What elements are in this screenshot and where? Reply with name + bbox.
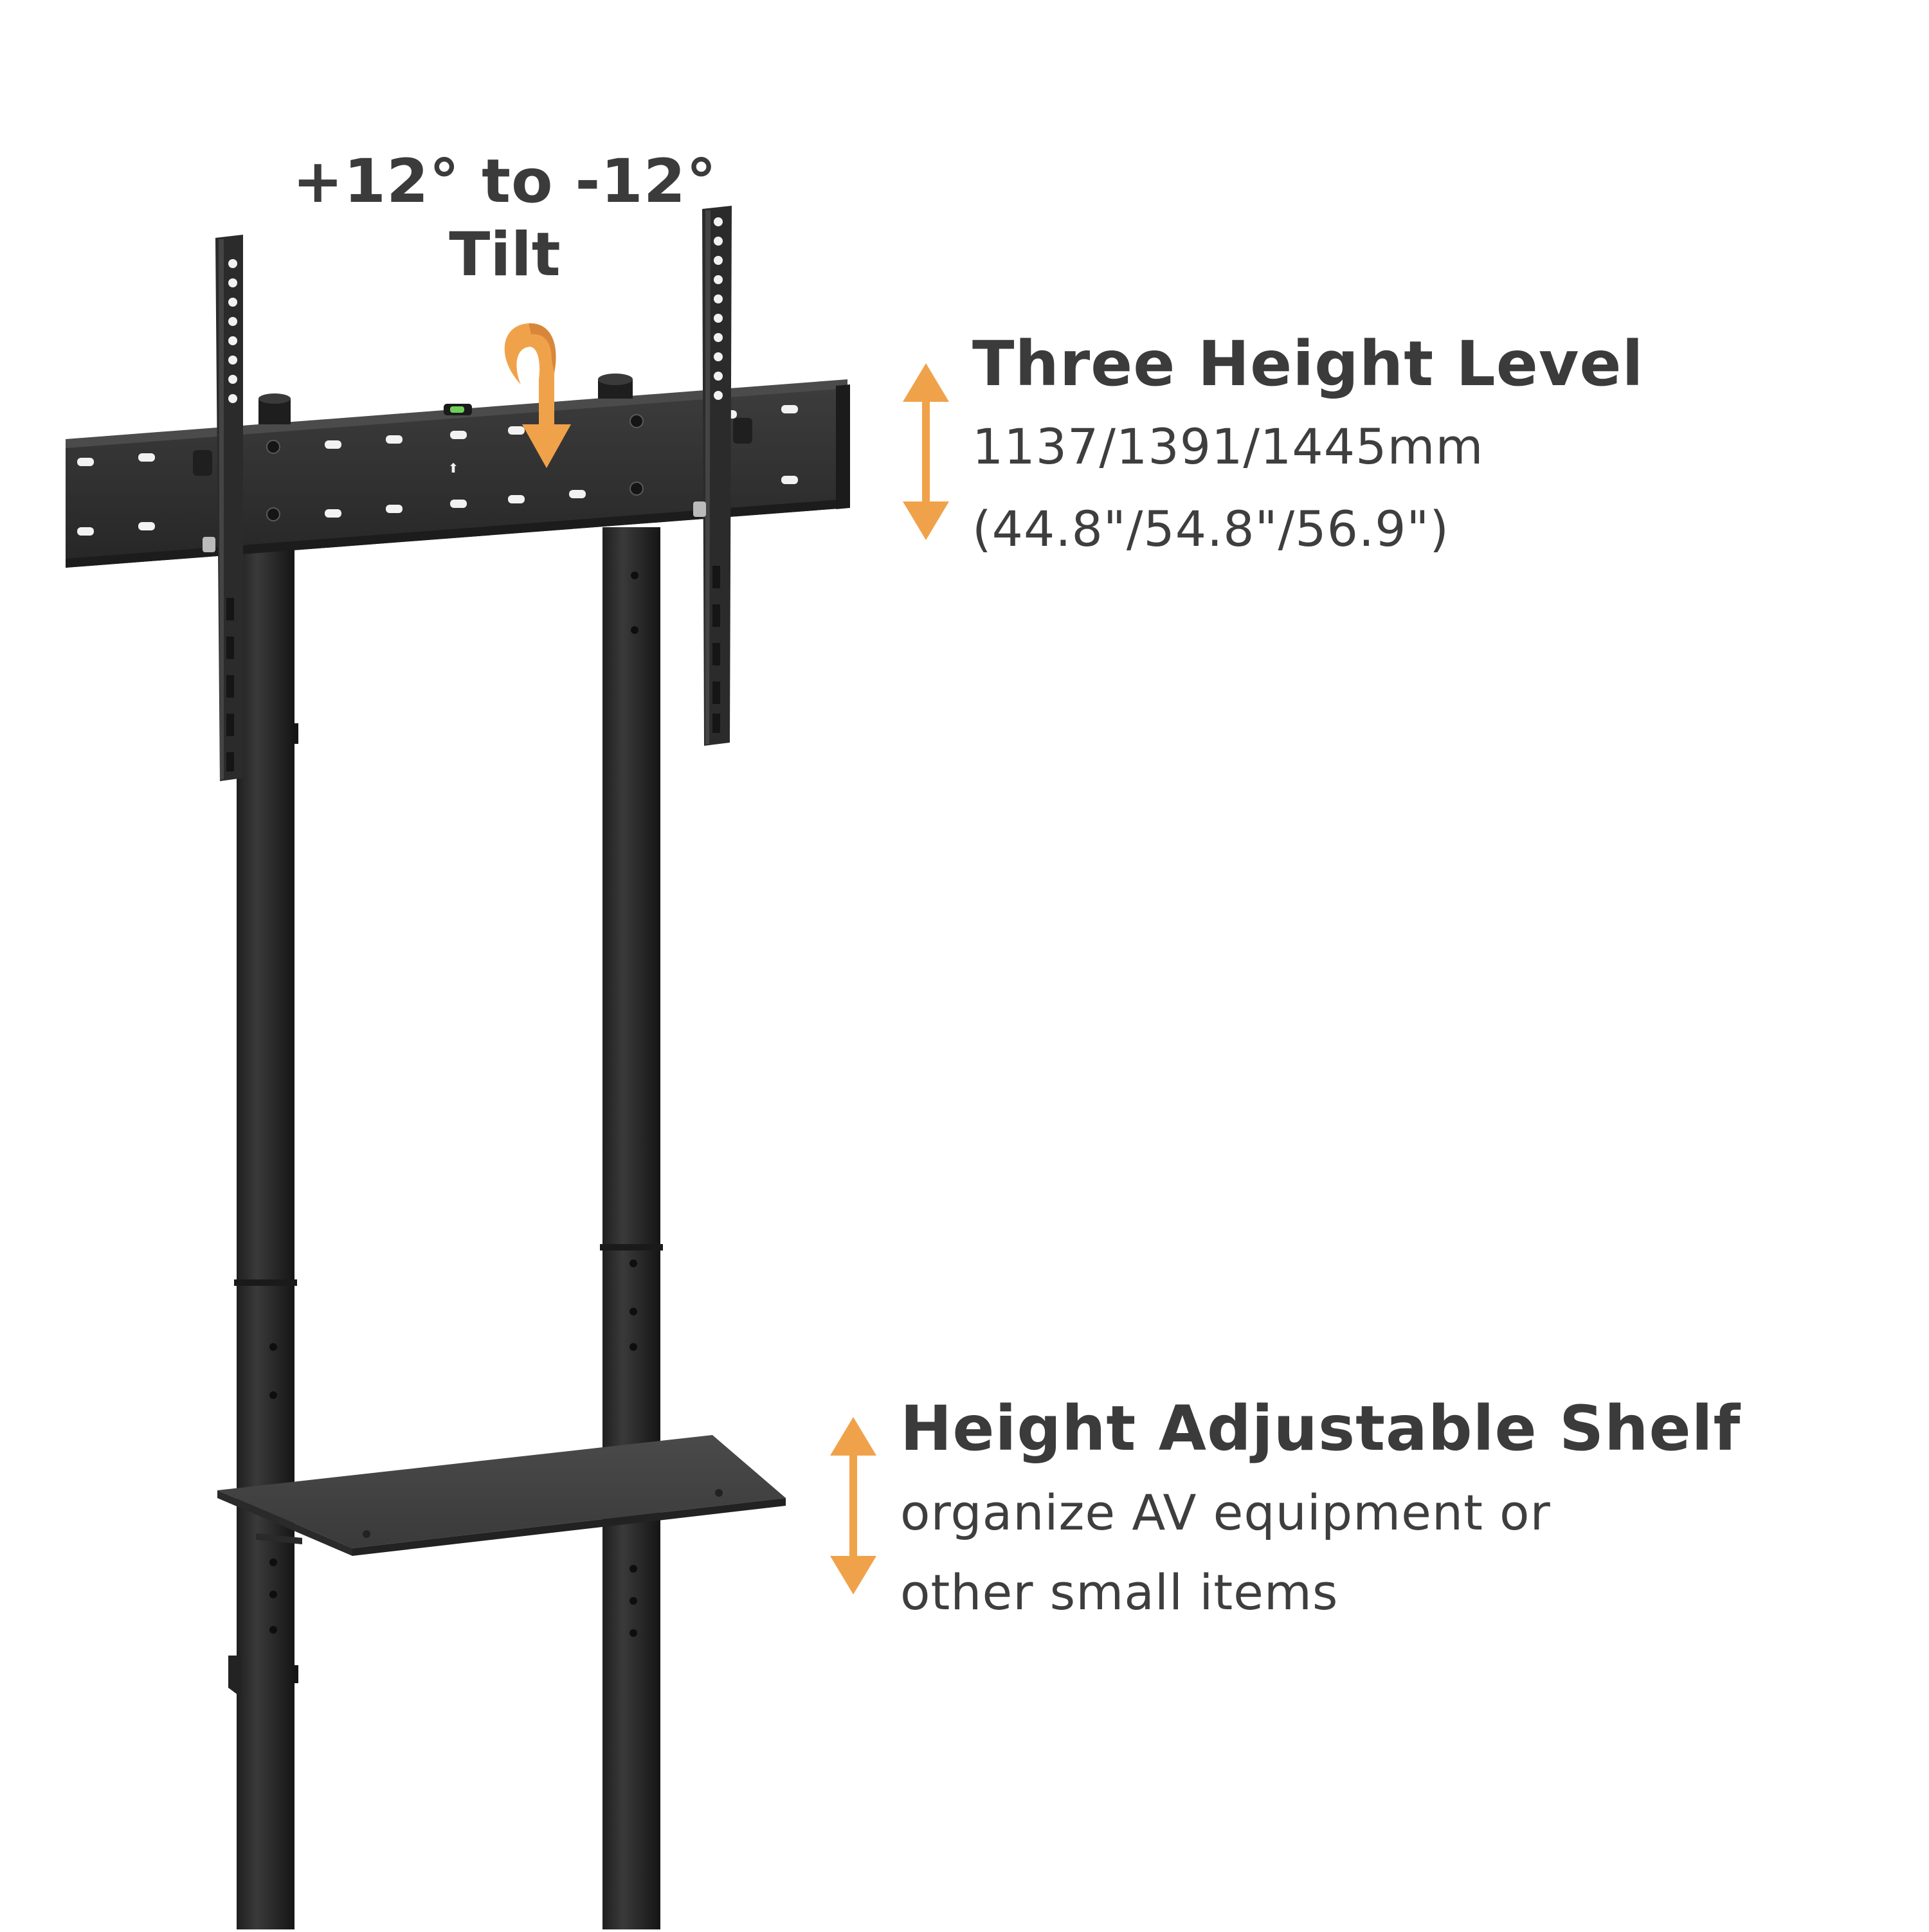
height-mm-text: 1137/1391/1445mm — [972, 418, 1484, 475]
shelf-description-line2: other small items — [900, 1564, 1339, 1621]
mounting-plate: ⬆ — [66, 374, 850, 568]
right-pole — [600, 527, 663, 1929]
tilt-label: Tilt — [449, 220, 561, 290]
shelf-height-arrow-icon — [830, 1417, 876, 1594]
curved-tilt-arrow-icon — [504, 323, 571, 468]
cable-clip — [228, 1656, 241, 1697]
right-vesa-arm — [693, 206, 752, 746]
adjustable-shelf-title: Height Adjustable Shelf — [900, 1393, 1741, 1465]
three-height-level-title: Three Height Level — [972, 328, 1644, 400]
left-pole — [234, 527, 298, 1929]
shelf — [217, 1435, 786, 1556]
left-vesa-arm — [193, 235, 243, 781]
height-level-arrow-icon — [903, 363, 949, 540]
svg-text:⬆: ⬆ — [448, 460, 459, 476]
tilt-range-label: +12° to -12° — [292, 147, 718, 217]
shelf-description-line1: organize AV equipment or — [900, 1484, 1551, 1541]
height-inch-text: (44.8"/54.8"/56.9") — [972, 500, 1450, 557]
